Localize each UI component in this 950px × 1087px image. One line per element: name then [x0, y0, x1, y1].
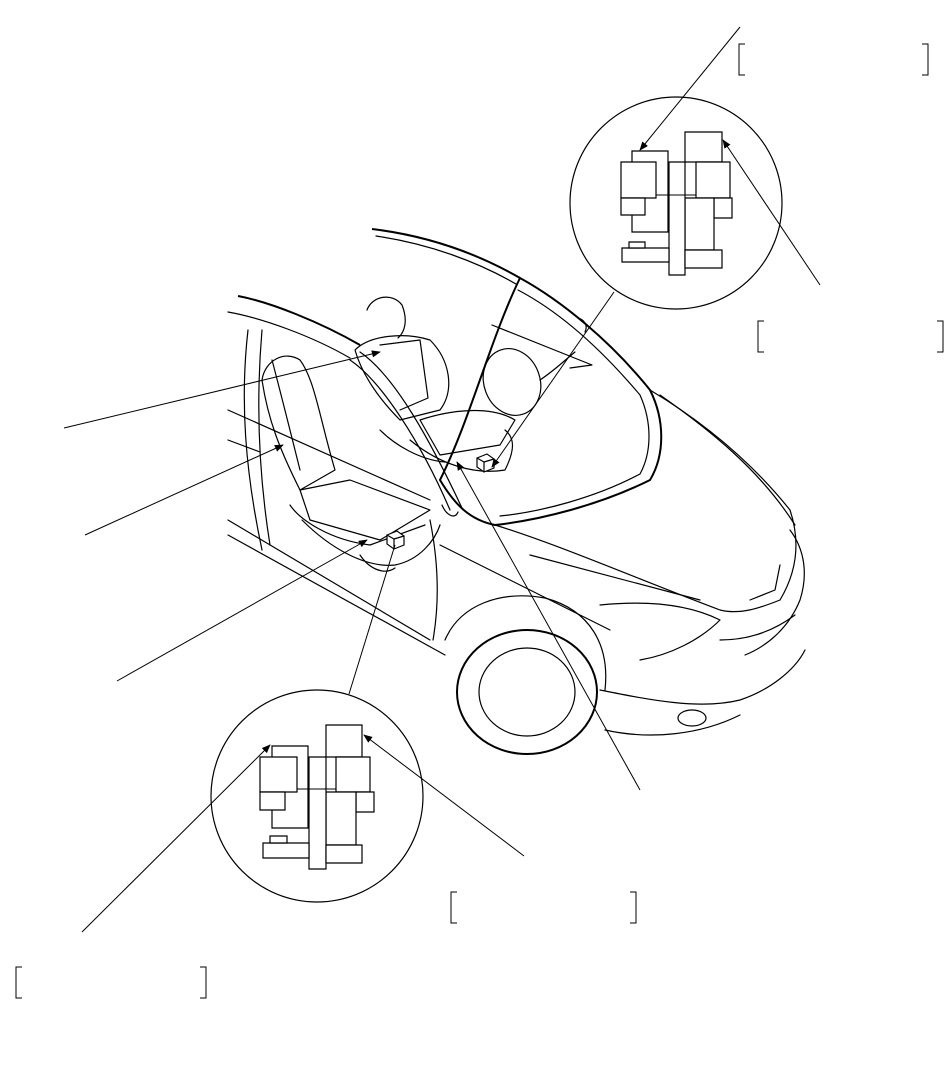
door-frame-rear-inner — [258, 329, 271, 546]
connector-right-upper-top — [695, 161, 731, 199]
front-seat-panel — [379, 339, 429, 411]
wheel-arch — [444, 595, 607, 691]
connector-marker-front — [476, 453, 495, 473]
connector-left-tab-bottom — [259, 791, 286, 811]
detail-circle-top — [569, 96, 783, 310]
bracket-close-top-right-lower — [937, 320, 944, 353]
connector-right-cap-bottom — [325, 724, 363, 758]
roof-edge-right-inner — [375, 235, 517, 285]
hood-crease — [659, 394, 796, 526]
door-belt-stub — [227, 439, 261, 453]
front-corner — [744, 529, 805, 656]
connector-right-lower-bottom — [325, 791, 357, 846]
bumper-bottom — [604, 714, 741, 736]
side-sill-lower — [227, 534, 446, 656]
roof-edge-right — [371, 228, 521, 279]
connector-block-bottom — [259, 724, 375, 870]
a-pillar-inner — [359, 351, 463, 509]
side-sill — [227, 519, 431, 641]
connector-right-tab-top — [713, 197, 733, 219]
connector-base-right-top — [684, 249, 723, 269]
a-pillar-base — [429, 519, 438, 641]
front-tire-outer — [456, 629, 598, 755]
front-floor-line — [379, 429, 446, 463]
hood-front-edge — [494, 524, 781, 613]
windshield — [438, 276, 663, 527]
hood-line — [529, 554, 701, 601]
front-tire-rim — [478, 647, 576, 737]
connector-right-cap-top — [684, 131, 723, 163]
connector-right-lower-top — [684, 197, 715, 251]
pillar-foot — [441, 504, 459, 517]
headlight-left — [599, 602, 721, 661]
connector-base-left-top — [621, 247, 670, 263]
a-pillar — [349, 359, 451, 511]
leader-bottom-detail-left — [81, 744, 271, 933]
leader-rear-seat — [84, 444, 284, 536]
dash-line — [491, 324, 593, 369]
bracket-open-top-right-lower — [757, 320, 764, 353]
callout-brackets — [15, 43, 944, 999]
roof-edge-left-inner — [227, 311, 351, 359]
steering-column — [539, 351, 576, 381]
rear-seat-back — [261, 355, 336, 491]
leader-rear-sill — [116, 539, 368, 682]
connector-latch-bottom — [269, 835, 288, 844]
front-fender-line — [439, 544, 611, 631]
connector-center-bottom — [308, 756, 327, 870]
leader-front-seat — [63, 350, 381, 429]
connector-block-top — [620, 131, 733, 276]
bumper-lower — [599, 649, 806, 705]
connector-left-tab-top — [620, 197, 646, 216]
rear-seat-line — [271, 359, 301, 471]
connector-center-top — [668, 161, 686, 276]
connector-detail-bottom — [210, 689, 424, 903]
front-seat-cushion — [419, 409, 516, 456]
connector-detail-top — [569, 96, 783, 310]
connector-right-tab-bottom — [355, 791, 375, 813]
door-belt-line — [227, 409, 431, 501]
rear-sill-trim — [301, 519, 441, 566]
leader-top-detail-left — [639, 26, 741, 151]
leader-front-sill — [456, 461, 641, 791]
connector-right-upper-bottom — [335, 756, 371, 793]
mirror — [577, 317, 587, 333]
bracket-open-bottom-left — [15, 966, 22, 999]
bracket-close-top-right-upper — [922, 43, 929, 76]
leader-bottom-detail-right — [363, 734, 525, 857]
leader-to-top-detail — [491, 291, 615, 468]
vehicle-outline — [227, 228, 806, 755]
front-seat-back — [354, 335, 450, 421]
fog-light — [677, 709, 707, 727]
steering-wheel — [482, 348, 542, 416]
windshield-inner — [499, 289, 650, 517]
rear-seat-cushion — [299, 479, 431, 541]
connector-left-upper-top — [620, 161, 657, 199]
rear-floor-line — [289, 504, 426, 546]
bracket-open-bottom-middle — [450, 891, 457, 924]
front-sill-trim — [409, 429, 514, 472]
connector-left-upper-bottom — [259, 756, 298, 793]
connector-base-right-bottom — [325, 844, 363, 864]
leader-top-detail-right — [722, 139, 821, 286]
roof-edge-left — [237, 295, 361, 346]
connector-marker-rear — [386, 530, 405, 550]
bracket-close-bottom-left — [200, 966, 207, 999]
detail-circle-bottom — [210, 689, 424, 903]
grille-line — [719, 614, 796, 641]
bracket-open-top-right-upper — [738, 43, 745, 76]
door-frame-rear — [243, 329, 263, 551]
rear-sill-curve — [359, 554, 396, 572]
leader-to-bottom-detail — [348, 544, 396, 695]
headlight-right — [749, 564, 781, 601]
headrest — [366, 296, 406, 339]
connector-base-left-bottom — [262, 842, 310, 859]
bracket-close-bottom-middle — [630, 891, 637, 924]
leader-lines — [63, 26, 821, 933]
connector-latch-top — [628, 241, 646, 249]
